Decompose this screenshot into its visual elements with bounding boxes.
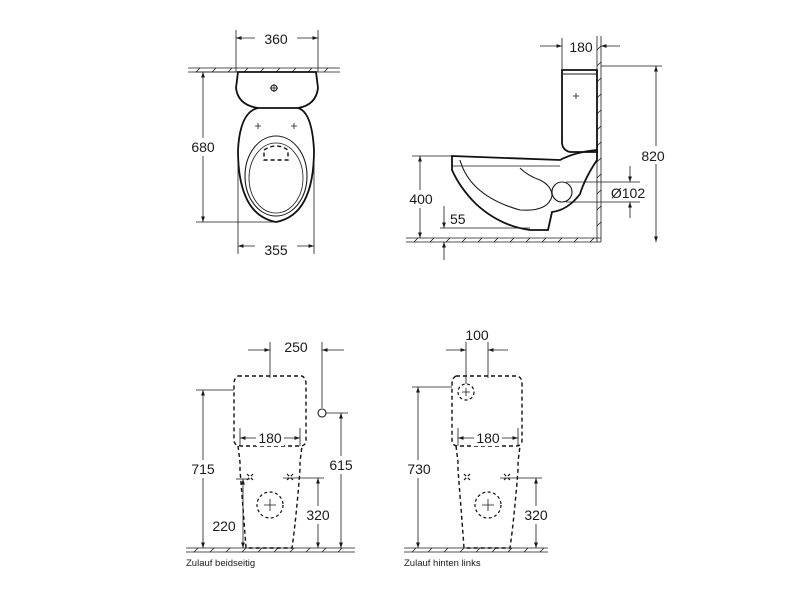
dim-fixing-height-left: 220 bbox=[212, 518, 236, 534]
top-view: 360 680 355 bbox=[188, 28, 340, 258]
cistern-outline bbox=[235, 71, 319, 109]
inlet-left bbox=[317, 408, 327, 418]
dim-offset-right: 100 bbox=[465, 327, 489, 343]
dim-width-bottom: 355 bbox=[264, 242, 288, 258]
side-view: 180 820 400 55 Ø102 bbox=[404, 36, 670, 260]
dim-height-right: 730 bbox=[407, 461, 431, 477]
dim-drain-height-right: 320 bbox=[524, 507, 548, 523]
tank-rear-left bbox=[233, 375, 307, 447]
drain-outlet-right bbox=[474, 491, 502, 519]
tank-rear-right bbox=[451, 375, 523, 447]
dim-total-height: 820 bbox=[641, 148, 665, 164]
dim-outlet-height: 55 bbox=[450, 211, 466, 227]
bowl-rim bbox=[244, 135, 308, 217]
dim-inlet-height-left: 615 bbox=[329, 457, 353, 473]
outlet-pipe bbox=[551, 181, 573, 203]
dim-width-top: 360 bbox=[264, 31, 288, 47]
bowl-rear-right bbox=[455, 445, 521, 549]
dim-outlet-diameter: Ø102 bbox=[611, 185, 645, 201]
dim-seat-height: 400 bbox=[409, 191, 433, 207]
bowl-side bbox=[451, 149, 598, 231]
dim-tank-holes-left: 180 bbox=[258, 430, 282, 446]
dim-offset-left: 250 bbox=[284, 339, 308, 355]
dim-height-left: 715 bbox=[191, 461, 215, 477]
inlet-right bbox=[457, 383, 475, 401]
dim-tank-holes-right: 180 bbox=[476, 430, 500, 446]
caption-right: Zulauf hinten links bbox=[404, 558, 481, 569]
bowl-outline bbox=[237, 107, 315, 223]
rear-view-left: 250 180 715 615 220 320 Zulauf beidseiti… bbox=[186, 339, 356, 569]
rear-view-right: 100 180 730 320 Zulauf hinten links bbox=[403, 327, 552, 569]
cistern-side bbox=[561, 69, 598, 153]
drain-outlet-left bbox=[256, 491, 284, 519]
caption-left: Zulauf beidseitig bbox=[186, 558, 255, 569]
dim-tank-depth: 180 bbox=[569, 39, 593, 55]
dim-length: 680 bbox=[191, 139, 215, 155]
bowl-rear-left bbox=[237, 445, 303, 549]
dim-drain-height-left: 320 bbox=[306, 507, 330, 523]
